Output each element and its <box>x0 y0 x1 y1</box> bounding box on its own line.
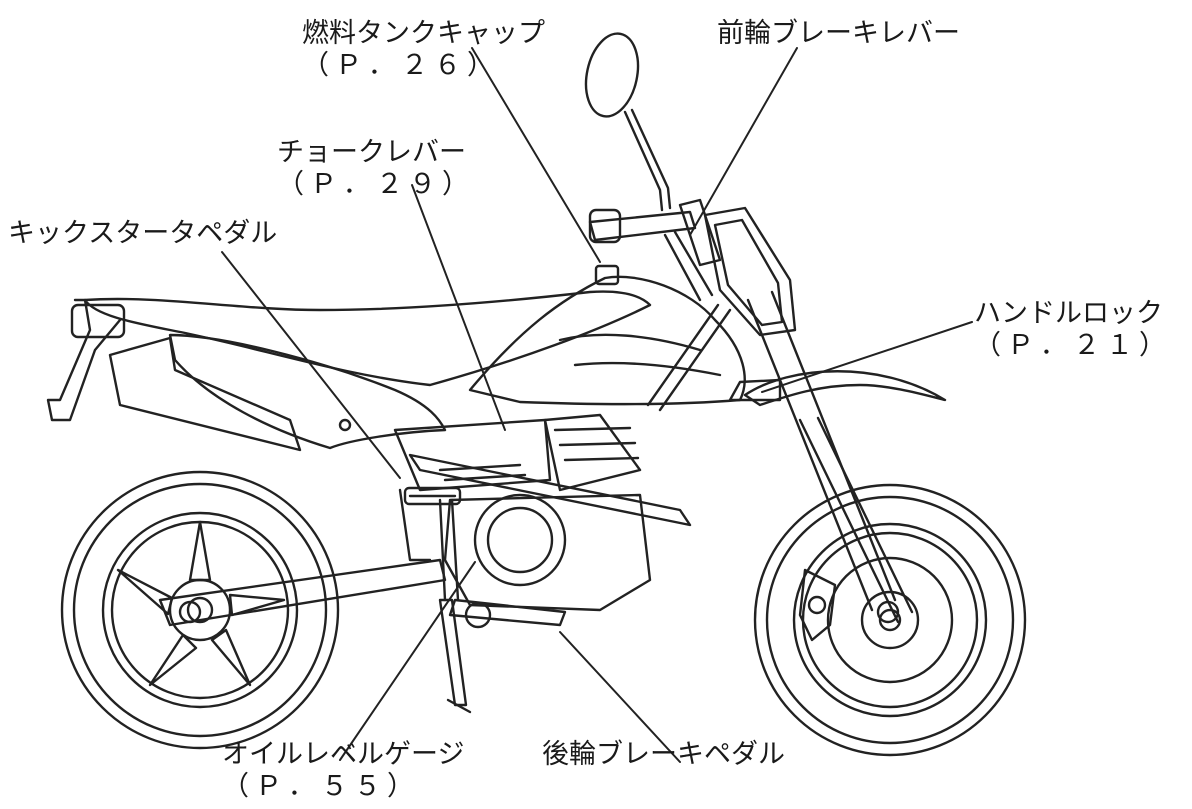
label-handle-lock-name: ハンドルロック <box>974 298 1163 329</box>
front-wheel <box>753 483 1027 757</box>
mirror <box>584 32 672 212</box>
rear-wheel <box>60 470 340 750</box>
label-choke-lever: チョークレバー （Ｐ．２９） <box>277 137 475 201</box>
label-fuel-tank-cap: 燃料タンクキャップ （Ｐ．２６） <box>302 18 545 82</box>
label-oil-level-gauge-page: （Ｐ．５５） <box>222 771 420 802</box>
label-choke-lever-name: チョークレバー <box>277 137 466 168</box>
rear-brake-pedal <box>448 598 567 629</box>
label-kick-starter-pedal-name: キックスタータペダル <box>8 218 278 249</box>
rear-fender <box>46 298 122 422</box>
label-handle-lock-page: （Ｐ．２１） <box>974 330 1172 361</box>
label-kick-starter-pedal: キックスタータペダル <box>8 218 277 250</box>
fuel-cap <box>594 264 620 286</box>
label-rear-brake-pedal-name: 後輪ブレーキペダル <box>542 739 785 770</box>
muffler <box>108 336 302 452</box>
frame <box>158 303 732 627</box>
front-fork <box>728 290 914 624</box>
label-handle-lock: ハンドルロック （Ｐ．２１） <box>974 298 1172 362</box>
leader-lines <box>221 47 973 763</box>
label-fuel-tank-cap-page: （Ｐ．２６） <box>302 50 500 81</box>
side-cover <box>168 333 447 450</box>
fuel-tank <box>468 275 746 406</box>
label-rear-brake-pedal: 後輪ブレーキペダル <box>542 739 785 771</box>
label-oil-level-gauge-name: オイルレベルゲージ <box>222 739 465 770</box>
label-oil-level-gauge: オイルレベルゲージ （Ｐ．５５） <box>222 739 464 803</box>
label-fuel-tank-cap-name: 燃料タンクキャップ <box>302 18 545 49</box>
handlebar <box>588 198 722 302</box>
exhaust-pipe <box>408 453 692 527</box>
swingarm <box>158 558 447 627</box>
headlight-cowl <box>703 206 797 337</box>
tail-light <box>70 303 126 339</box>
label-front-brake-lever: 前輪ブレーキレバー <box>717 18 960 50</box>
label-front-brake-lever-name: 前輪ブレーキレバー <box>717 18 960 49</box>
kick-pedal <box>403 486 462 506</box>
engine <box>393 413 692 612</box>
label-choke-lever-page: （Ｐ．２９） <box>277 169 475 200</box>
